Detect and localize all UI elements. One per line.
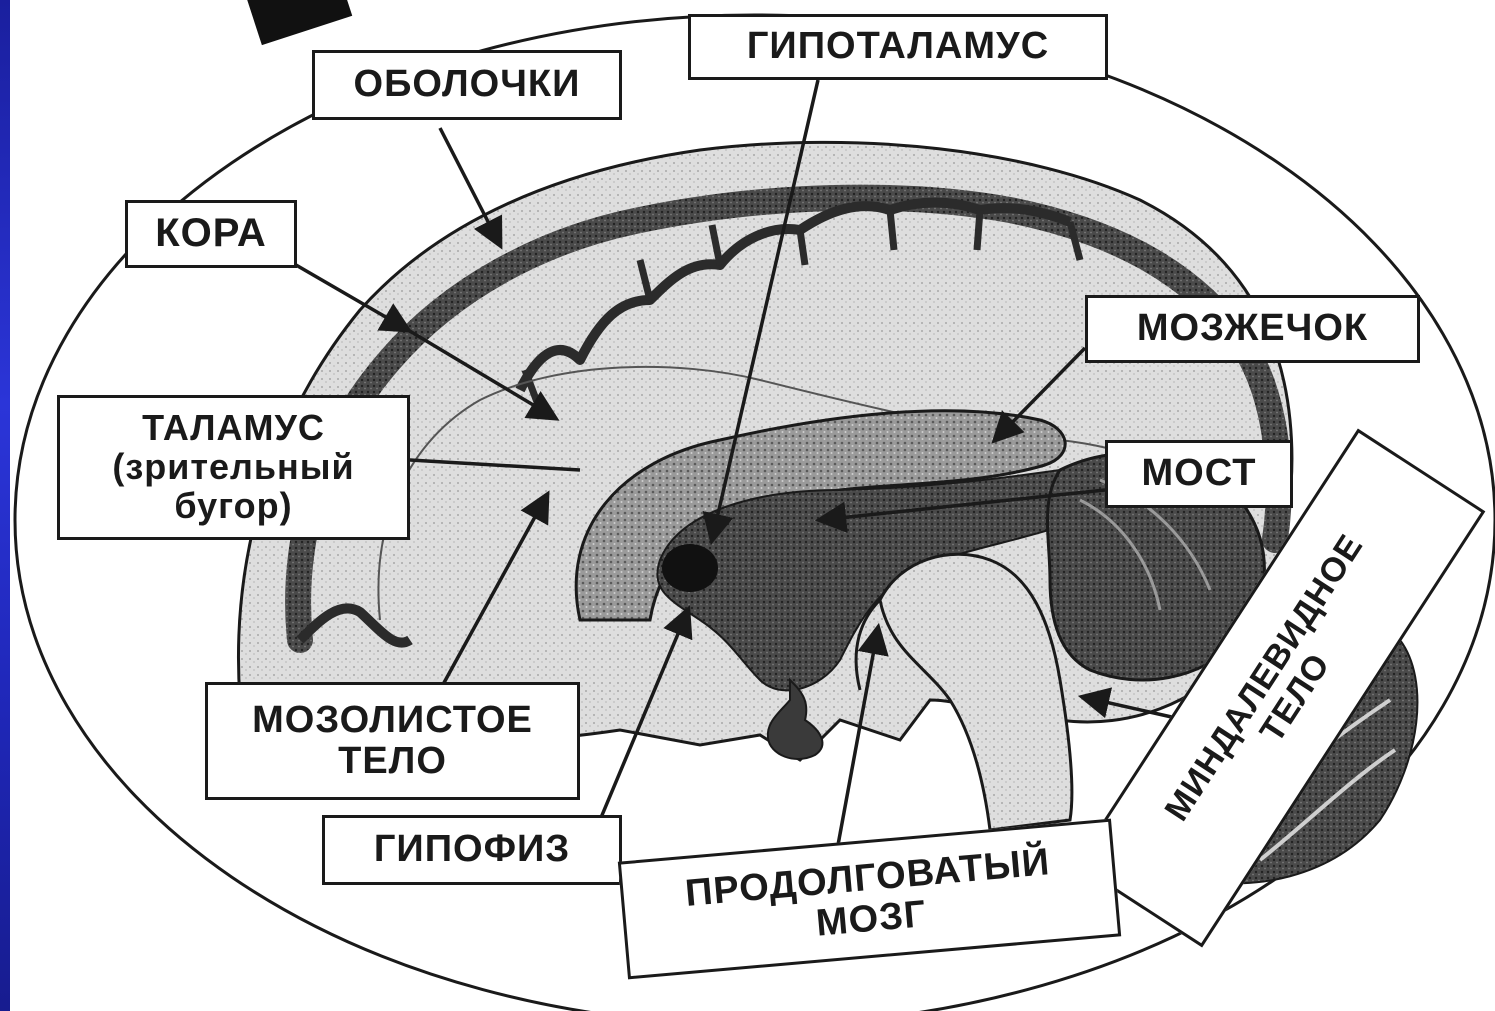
label-obolochki: ОБОЛОЧКИ	[312, 50, 622, 120]
label-gipotalamus-text: ГИПОТАЛАМУС	[747, 26, 1049, 67]
label-mozolistoe-line1: МОЗОЛИСТОЕ	[252, 700, 533, 741]
label-gipofiz-text: ГИПОФИЗ	[374, 829, 570, 870]
label-talamus-line1: ТАЛАМУС	[142, 409, 325, 448]
label-most-text: МОСТ	[1142, 453, 1257, 494]
label-most: МОСТ	[1105, 440, 1293, 508]
hypothalamus-spot	[662, 544, 718, 592]
label-mozolistoe-line2: ТЕЛО	[338, 741, 447, 782]
label-talamus-line2: (зрительный	[112, 448, 354, 487]
label-prodolgovaty-line2: МОЗГ	[814, 894, 928, 945]
label-mozolistoe: МОЗОЛИСТОЕ ТЕЛО	[205, 682, 580, 800]
label-kora: КОРА	[125, 200, 297, 268]
label-kora-text: КОРА	[155, 212, 267, 255]
label-mozzhechok-text: МОЗЖЕЧОК	[1137, 308, 1368, 349]
label-talamus-line3: бугор)	[174, 487, 292, 526]
label-gipotalamus: ГИПОТАЛАМУС	[688, 14, 1108, 80]
label-obolochki-text: ОБОЛОЧКИ	[354, 64, 581, 105]
label-gipofiz: ГИПОФИЗ	[322, 815, 622, 885]
label-talamus: ТАЛАМУС (зрительный бугор)	[57, 395, 410, 540]
label-mozzhechok: МОЗЖЕЧОК	[1085, 295, 1420, 363]
